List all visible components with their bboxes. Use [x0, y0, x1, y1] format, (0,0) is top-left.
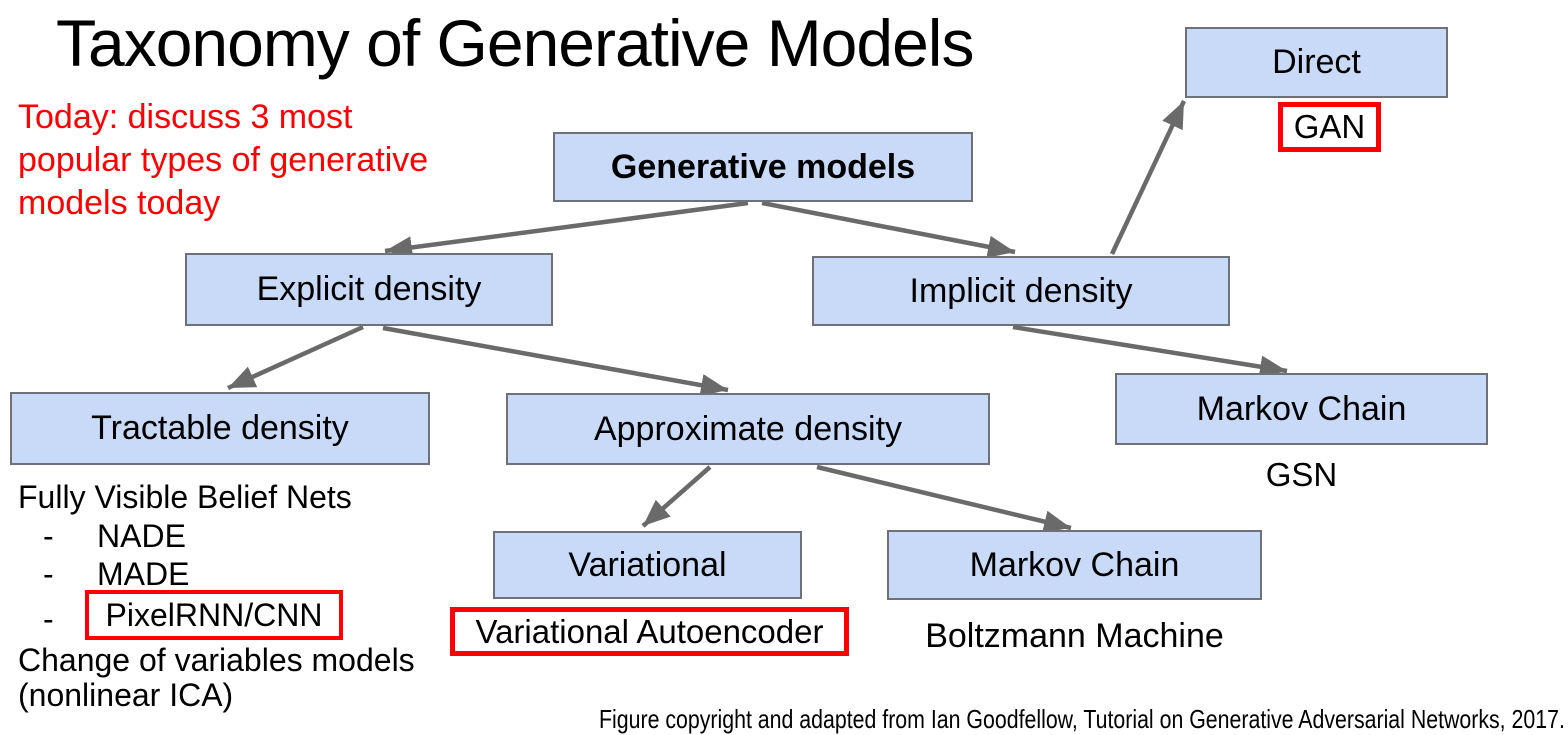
fvbn-item-made: MADE	[97, 556, 190, 592]
vae-highlight-box: Variational Autoencoder	[450, 607, 849, 656]
node-implicit-density: Implicit density	[812, 256, 1230, 326]
node-explicit-density-label: Explicit density	[256, 270, 482, 308]
edge-generative-to-explicit	[384, 200, 749, 259]
edge-implicit-to-markov-chain-right	[1012, 324, 1288, 378]
node-markov-chain-right: Markov Chain	[1115, 373, 1488, 445]
fvbn-bullet-2: -	[43, 556, 54, 592]
node-implicit-density-label: Implicit density	[909, 271, 1133, 310]
page-title: Taxonomy of Generative Models	[56, 6, 974, 80]
node-variational: Variational	[493, 531, 802, 599]
vae-label: Variational Autoencoder	[475, 612, 824, 650]
edge-explicit-to-tractable	[227, 324, 364, 391]
edge-approximate-to-variational	[641, 465, 712, 528]
node-approximate-density-label: Approximate density	[593, 409, 903, 448]
edge-approximate-to-markov-chain-bottom	[816, 464, 1072, 533]
fvbn-bullet-1: -	[43, 518, 54, 554]
fvbn-heading: Fully Visible Belief Nets	[18, 479, 352, 515]
copyright-footer: Figure copyright and adapted from Ian Go…	[599, 704, 1565, 734]
node-markov-chain-bottom-label: Markov Chain	[969, 545, 1180, 584]
today-note-line-3: models today	[18, 184, 221, 222]
node-variational-label: Variational	[568, 545, 727, 584]
edge-implicit-to-direct	[1109, 100, 1187, 255]
node-direct-label: Direct	[1272, 43, 1361, 81]
gan-label: GAN	[1293, 108, 1366, 145]
node-markov-chain-bottom: Markov Chain	[887, 530, 1262, 600]
today-note-line-1: Today: discuss 3 most	[18, 98, 353, 136]
gan-highlight-box: GAN	[1278, 102, 1381, 152]
nonlinear-ica-label: (nonlinear ICA)	[18, 677, 234, 713]
node-explicit-density: Explicit density	[185, 253, 553, 326]
today-note-line-2: popular types of generative	[18, 141, 429, 179]
node-tractable-density: Tractable density	[10, 392, 430, 465]
node-tractable-density-label: Tractable density	[91, 409, 349, 447]
change-of-variables-label: Change of variables models	[18, 642, 415, 678]
node-generative-models-label: Generative models	[610, 147, 916, 186]
fvbn-item-nade: NADE	[97, 518, 186, 554]
gsn-label: GSN	[1265, 456, 1338, 493]
fvbn-bullet-3: -	[43, 601, 54, 637]
boltzmann-machine-label: Boltzmann Machine	[925, 617, 1224, 655]
node-approximate-density: Approximate density	[506, 393, 990, 465]
edge-explicit-to-approximate	[382, 325, 729, 397]
fvbn-item-pixelrnn: PixelRNN/CNN	[105, 596, 323, 633]
today-note: Today: discuss 3 most popular types of g…	[18, 96, 428, 225]
edge-generative-to-implicit	[761, 200, 1016, 258]
pixelrnn-highlight-box: PixelRNN/CNN	[85, 590, 343, 640]
node-generative-models: Generative models	[553, 132, 973, 202]
node-direct: Direct	[1185, 27, 1448, 98]
node-markov-chain-right-label: Markov Chain	[1196, 389, 1407, 428]
